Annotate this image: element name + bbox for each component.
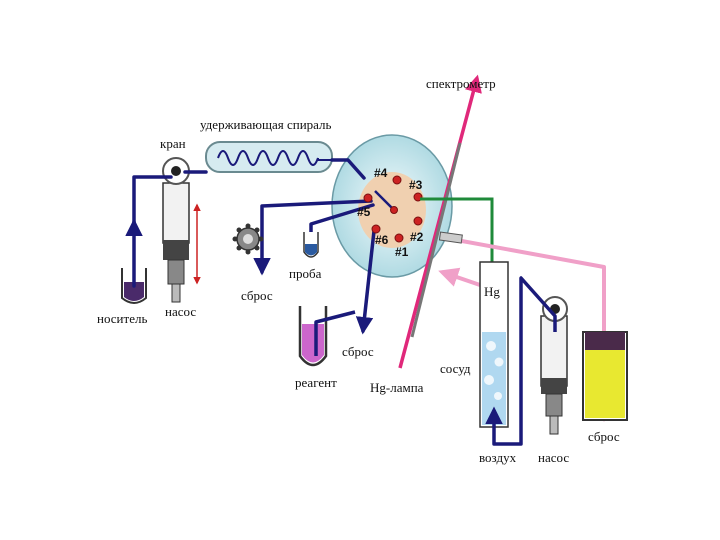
waste-container bbox=[582, 331, 628, 421]
valve-outlet-nozzle bbox=[438, 231, 463, 244]
holding-coil bbox=[205, 141, 334, 173]
label-spectrometer: спектрометр bbox=[426, 76, 496, 91]
label-reagent: реагент bbox=[295, 375, 337, 390]
gear-waste-icon bbox=[232, 223, 264, 255]
optical-beam bbox=[398, 74, 482, 369]
label-air: воздух bbox=[479, 450, 517, 465]
label-holding-coil: удерживающая спираль bbox=[200, 117, 332, 132]
six-port-valve bbox=[331, 134, 453, 278]
label-valve: кран bbox=[160, 136, 186, 151]
carrier-flow-lines bbox=[125, 158, 376, 335]
port-label-4: #4 bbox=[374, 166, 388, 180]
sample-tube bbox=[303, 232, 319, 258]
label-hg: Hg bbox=[484, 284, 500, 299]
valve-internal-link bbox=[374, 190, 395, 211]
air-flow-line bbox=[485, 276, 557, 446]
label-vessel: сосуд bbox=[440, 361, 471, 376]
label-carrier: носитель bbox=[97, 311, 147, 326]
label-waste-right: сброс bbox=[588, 429, 620, 444]
port-label-2: #2 bbox=[410, 230, 424, 244]
port-label-3: #3 bbox=[409, 178, 423, 192]
label-waste-mid: сброс bbox=[342, 344, 374, 359]
label-hg-lamp: Hg-лампа bbox=[370, 380, 424, 395]
label-pump-right: насос bbox=[538, 450, 569, 465]
carrier-pump bbox=[162, 182, 201, 303]
port-label-6: #6 bbox=[375, 233, 389, 247]
port-label-5: #5 bbox=[357, 205, 371, 219]
reagent-beaker bbox=[298, 306, 356, 367]
label-pump-left: насос bbox=[165, 304, 196, 319]
label-waste-left: сброс bbox=[241, 288, 273, 303]
label-sample: проба bbox=[289, 266, 322, 281]
port-label-1: #1 bbox=[395, 245, 409, 259]
